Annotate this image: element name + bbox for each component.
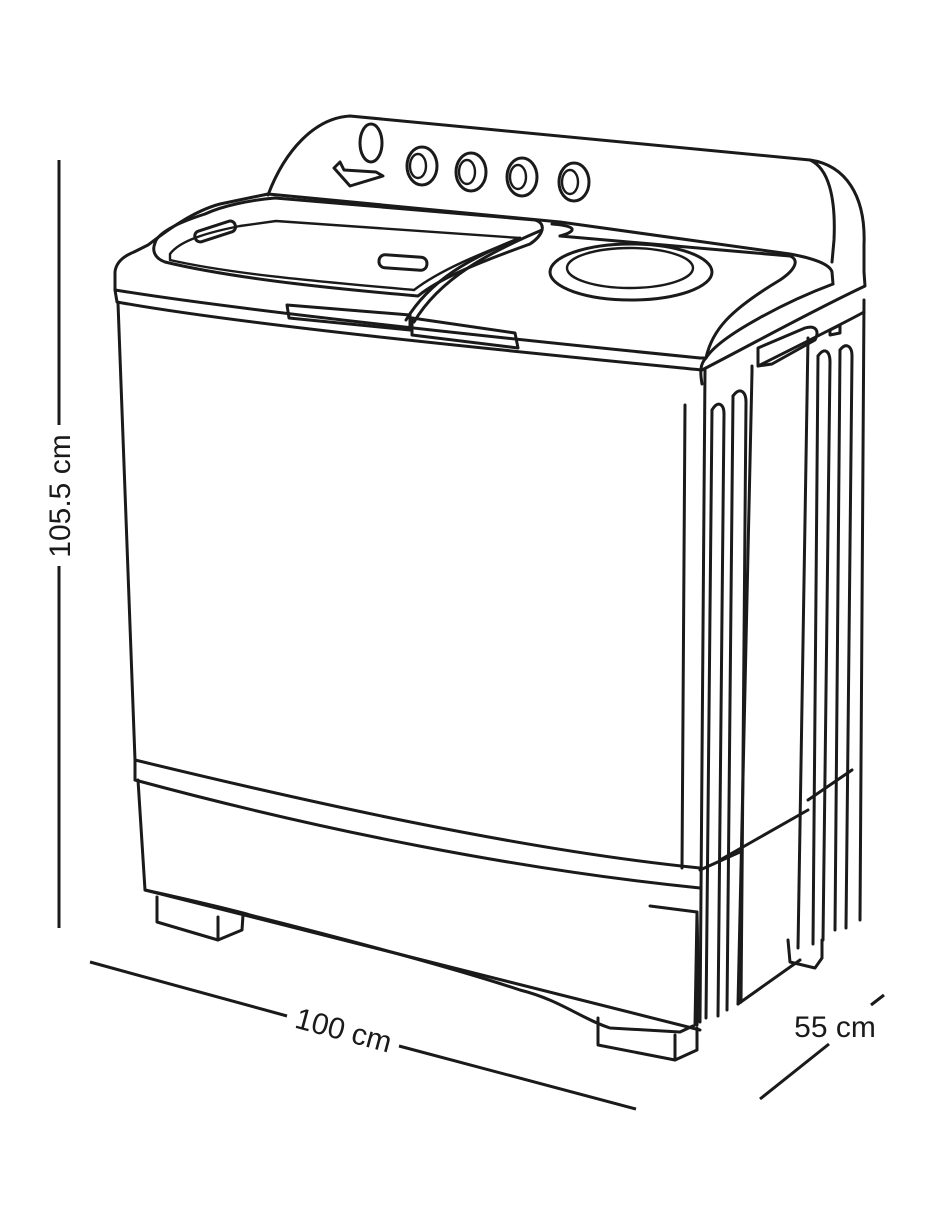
wash-lid[interactable] bbox=[152, 196, 574, 324]
lid-handle-icon bbox=[377, 253, 429, 272]
width-label: 100 cm bbox=[292, 1002, 396, 1059]
front-handle bbox=[285, 303, 520, 350]
height-label: 105.5 cm bbox=[44, 434, 77, 557]
height-dimension: 105.5 cm bbox=[44, 160, 77, 928]
control-knob-icon[interactable] bbox=[405, 145, 439, 187]
foot bbox=[596, 1016, 699, 1062]
foot bbox=[155, 895, 245, 942]
control-knob-icon[interactable] bbox=[557, 161, 591, 203]
top-deck bbox=[113, 192, 867, 386]
lid-handle-icon bbox=[193, 219, 238, 244]
control-panel bbox=[266, 114, 866, 274]
control-knob-icon[interactable] bbox=[454, 151, 488, 193]
control-knob-icon[interactable] bbox=[505, 156, 539, 198]
front-panel bbox=[116, 301, 702, 890]
depth-label: 55 cm bbox=[794, 1011, 876, 1044]
width-dimension: 100 cm bbox=[89, 960, 637, 1111]
detergent-dispenser-icon bbox=[332, 160, 385, 188]
spin-lid[interactable] bbox=[548, 234, 797, 360]
side-panel bbox=[698, 298, 866, 1024]
depth-dimension: 55 cm bbox=[759, 993, 885, 1101]
foot bbox=[786, 938, 824, 970]
indicator-light-icon bbox=[358, 122, 384, 164]
base bbox=[136, 778, 702, 1034]
